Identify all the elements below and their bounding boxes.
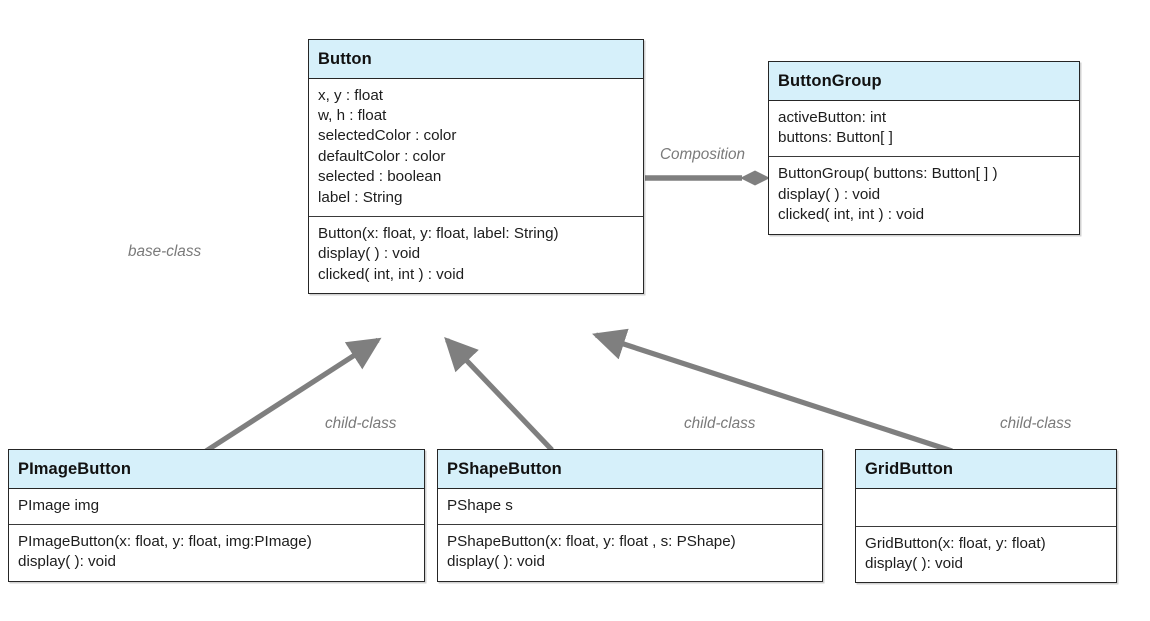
- inheritance-edge-pimagebutton: [204, 337, 382, 454]
- attribute-row: label : String: [318, 188, 403, 206]
- class-operations-button: Button(x: float, y: float, label: String…: [309, 215, 643, 293]
- class-attributes-pimagebutton: PImage img: [9, 489, 424, 524]
- operation-row: display( ): void: [18, 553, 116, 571]
- operation-row: PShapeButton(x: float, y: float , s: PSh…: [447, 532, 736, 550]
- operation-row: GridButton(x: float, y: float): [865, 534, 1046, 552]
- class-box-gridbutton[interactable]: GridButton GridButton(x: float, y: float…: [855, 449, 1117, 584]
- operation-row: ButtonGroup( buttons: Button[ ] ): [778, 165, 998, 183]
- attribute-row: buttons: Button[ ]: [778, 128, 893, 146]
- operation-row: display( ) : void: [778, 185, 881, 203]
- class-attributes-gridbutton: [856, 489, 1116, 526]
- edge-label-base-class: base-class: [128, 243, 202, 260]
- edge-label-child-class-3: child-class: [1000, 415, 1072, 432]
- class-attributes-pshapebutton: PShape s: [438, 489, 822, 524]
- class-name-gridbutton: GridButton: [856, 450, 1116, 489]
- operation-row: clicked( int, int ) : void: [778, 206, 925, 224]
- class-operations-buttongroup: ButtonGroup( buttons: Button[ ] ) displa…: [769, 156, 1079, 233]
- composition-edge: [645, 170, 770, 186]
- attribute-row: PShape s: [447, 496, 513, 514]
- operation-row: clicked( int, int ) : void: [318, 265, 465, 283]
- class-name-pimagebutton: PImageButton: [9, 450, 424, 489]
- edge-label-composition: Composition: [660, 146, 746, 163]
- composition-diamond: [740, 170, 770, 186]
- class-box-button[interactable]: Button x, y : float w, h : float selecte…: [308, 39, 644, 295]
- attribute-row: selected : boolean: [318, 168, 442, 186]
- attribute-row: selectedColor : color: [318, 127, 457, 145]
- attribute-row: w, h : float: [318, 106, 387, 124]
- attribute-row: x, y : float: [318, 86, 383, 104]
- attribute-row: activeButton: int: [778, 108, 887, 126]
- edge-label-child-class-1: child-class: [325, 415, 397, 432]
- class-attributes-buttongroup: activeButton: int buttons: Button[ ]: [769, 101, 1079, 157]
- operation-row: display( ): void: [865, 554, 963, 572]
- class-box-buttongroup[interactable]: ButtonGroup activeButton: int buttons: B…: [768, 61, 1080, 235]
- class-name-button: Button: [309, 40, 643, 79]
- operation-row: Button(x: float, y: float, label: String…: [318, 224, 559, 242]
- inheritance-edge-pshapebutton: [444, 336, 554, 452]
- class-box-pimagebutton[interactable]: PImageButton PImage img PImageButton(x: …: [8, 449, 425, 582]
- operation-row: PImageButton(x: float, y: float, img:PIm…: [18, 532, 312, 550]
- class-name-pshapebutton: PShapeButton: [438, 450, 822, 489]
- operation-row: display( ) : void: [318, 245, 421, 263]
- inheritance-edge-gridbutton: [592, 328, 953, 454]
- class-operations-pimagebutton: PImageButton(x: float, y: float, img:PIm…: [9, 523, 424, 581]
- operation-row: display( ): void: [447, 553, 545, 571]
- class-operations-pshapebutton: PShapeButton(x: float, y: float , s: PSh…: [438, 523, 822, 581]
- edge-label-child-class-2: child-class: [684, 415, 756, 432]
- attribute-row: PImage img: [18, 496, 100, 514]
- class-attributes-button: x, y : float w, h : float selectedColor …: [309, 79, 643, 216]
- class-operations-gridbutton: GridButton(x: float, y: float) display( …: [856, 525, 1116, 583]
- class-box-pshapebutton[interactable]: PShapeButton PShape s PShapeButton(x: fl…: [437, 449, 823, 582]
- class-name-buttongroup: ButtonGroup: [769, 62, 1079, 101]
- attribute-row: defaultColor : color: [318, 147, 446, 165]
